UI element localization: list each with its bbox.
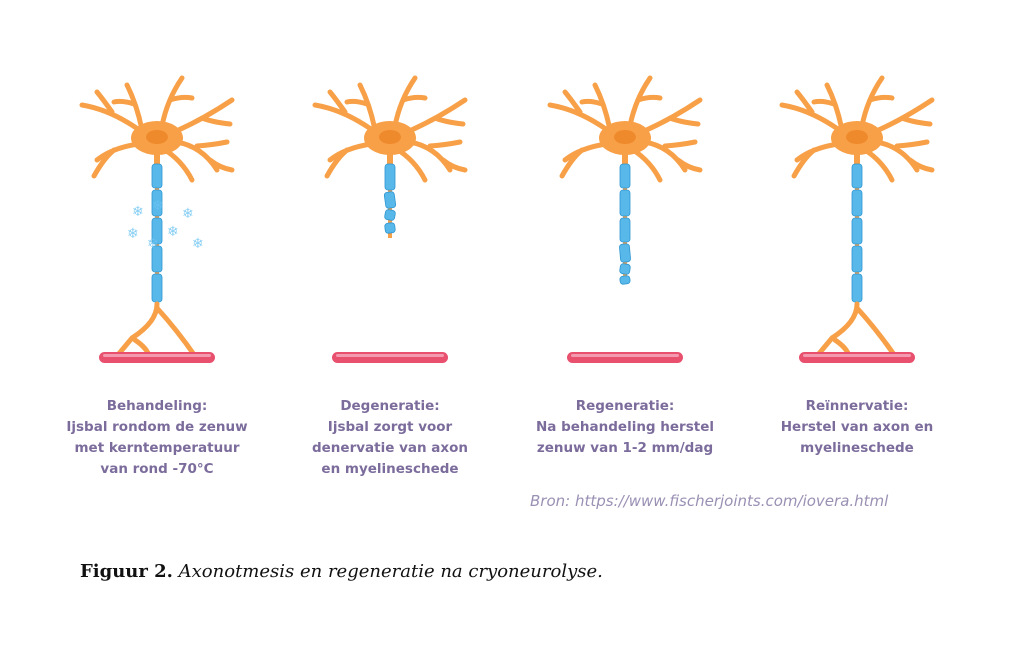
- panel-line: zenuw van 1-2 mm/dag: [536, 440, 714, 456]
- figure-caption: Figuur 2. Axonotmesis en regeneratie na …: [80, 561, 603, 582]
- panel-title: Degeneratie:: [340, 398, 440, 414]
- neuron-degenerated-illustration: [312, 75, 468, 363]
- nucleus: [379, 130, 401, 144]
- myelin-segment: [851, 163, 863, 189]
- myelin-segment: [384, 222, 396, 234]
- myelin-segment: [851, 189, 863, 217]
- snowflake-icon: ❄: [167, 224, 179, 240]
- myelin-segment: [151, 189, 163, 217]
- panel-reinnervation: Reïnnervatie: Herstel van axon en myelin…: [742, 60, 972, 480]
- myelin-segment: [151, 163, 163, 189]
- neuron-reinnervated-illustration: [779, 75, 935, 363]
- panel-treatment: ❄❄❄❄❄❄❄ Behandeling: Ijsbal rondom de ze…: [42, 60, 272, 480]
- panel-line: Ijsbal rondom de zenuw: [66, 419, 248, 435]
- snowflake-icon: ❄: [192, 236, 204, 252]
- myelin-segment: [384, 163, 396, 191]
- panel-title: Reïnnervatie:: [805, 398, 909, 414]
- snowflake-icon: ❄: [127, 226, 139, 242]
- myelin-segment: [851, 217, 863, 245]
- myelin-segment: [619, 217, 631, 243]
- panel-label: Regeneratie: Na behandeling herstel zenu…: [510, 396, 740, 459]
- snowflake-icon: ❄: [182, 206, 194, 222]
- panel-line: Na behandeling herstel: [535, 419, 714, 435]
- muscle-fiber: [567, 352, 683, 363]
- muscle-fiber: [799, 352, 915, 363]
- panel-line: en myelineschede: [321, 461, 459, 477]
- snowflake-icon: ❄: [152, 198, 164, 214]
- myelin-segment: [151, 217, 163, 245]
- panel-line: denervatie van axon: [311, 440, 468, 456]
- panel-line: Ijsbal zorgt voor: [327, 419, 453, 435]
- neuron-regenerating-illustration: [547, 75, 703, 363]
- neuron-frozen-illustration: ❄❄❄❄❄❄❄: [79, 75, 235, 363]
- caption-label: Figuur 2.: [80, 561, 173, 582]
- panel-degeneration: Degeneratie: Ijsbal zorgt voor denervati…: [275, 60, 505, 480]
- nucleus: [614, 130, 636, 144]
- myelin-segment: [619, 263, 631, 275]
- myelin-segment: [851, 245, 863, 273]
- nucleus: [846, 130, 868, 144]
- muscle-fiber: [99, 352, 215, 363]
- panel-line: Herstel van axon en: [780, 419, 934, 435]
- myelin-segment: [619, 243, 631, 263]
- panel-label: Behandeling: Ijsbal rondom de zenuw met …: [42, 396, 272, 480]
- source-citation: Bron: https://www.fischerjoints.com/iove…: [530, 492, 889, 510]
- panel-title: Regeneratie:: [575, 398, 675, 414]
- myelin-segment: [384, 209, 396, 221]
- snowflake-icon: ❄: [147, 236, 159, 252]
- myelin-segment: [851, 273, 863, 303]
- myelin-segment: [619, 189, 631, 217]
- panel-line: van rond -70°C: [100, 461, 214, 477]
- snowflake-icon: ❄: [132, 204, 144, 220]
- panel-line: met kerntemperatuur: [74, 440, 240, 456]
- myelin-segment: [151, 273, 163, 303]
- caption-text: Axonotmesis en regeneratie na cryoneurol…: [178, 561, 603, 582]
- panel-regeneration: Regeneratie: Na behandeling herstel zenu…: [510, 60, 740, 480]
- myelin-segment: [619, 163, 631, 189]
- nucleus: [146, 130, 168, 144]
- panel-title: Behandeling:: [106, 398, 208, 414]
- panel-line: myelineschede: [800, 440, 914, 456]
- myelin-segment: [383, 191, 397, 209]
- myelin-segment: [619, 275, 631, 285]
- muscle-fiber: [332, 352, 448, 363]
- axon-terminal: [814, 301, 898, 359]
- panel-label: Degeneratie: Ijsbal zorgt voor denervati…: [275, 396, 505, 480]
- myelin-segment: [151, 245, 163, 273]
- panel-label: Reïnnervatie: Herstel van axon en myelin…: [742, 396, 972, 459]
- axon-terminal: [114, 301, 198, 359]
